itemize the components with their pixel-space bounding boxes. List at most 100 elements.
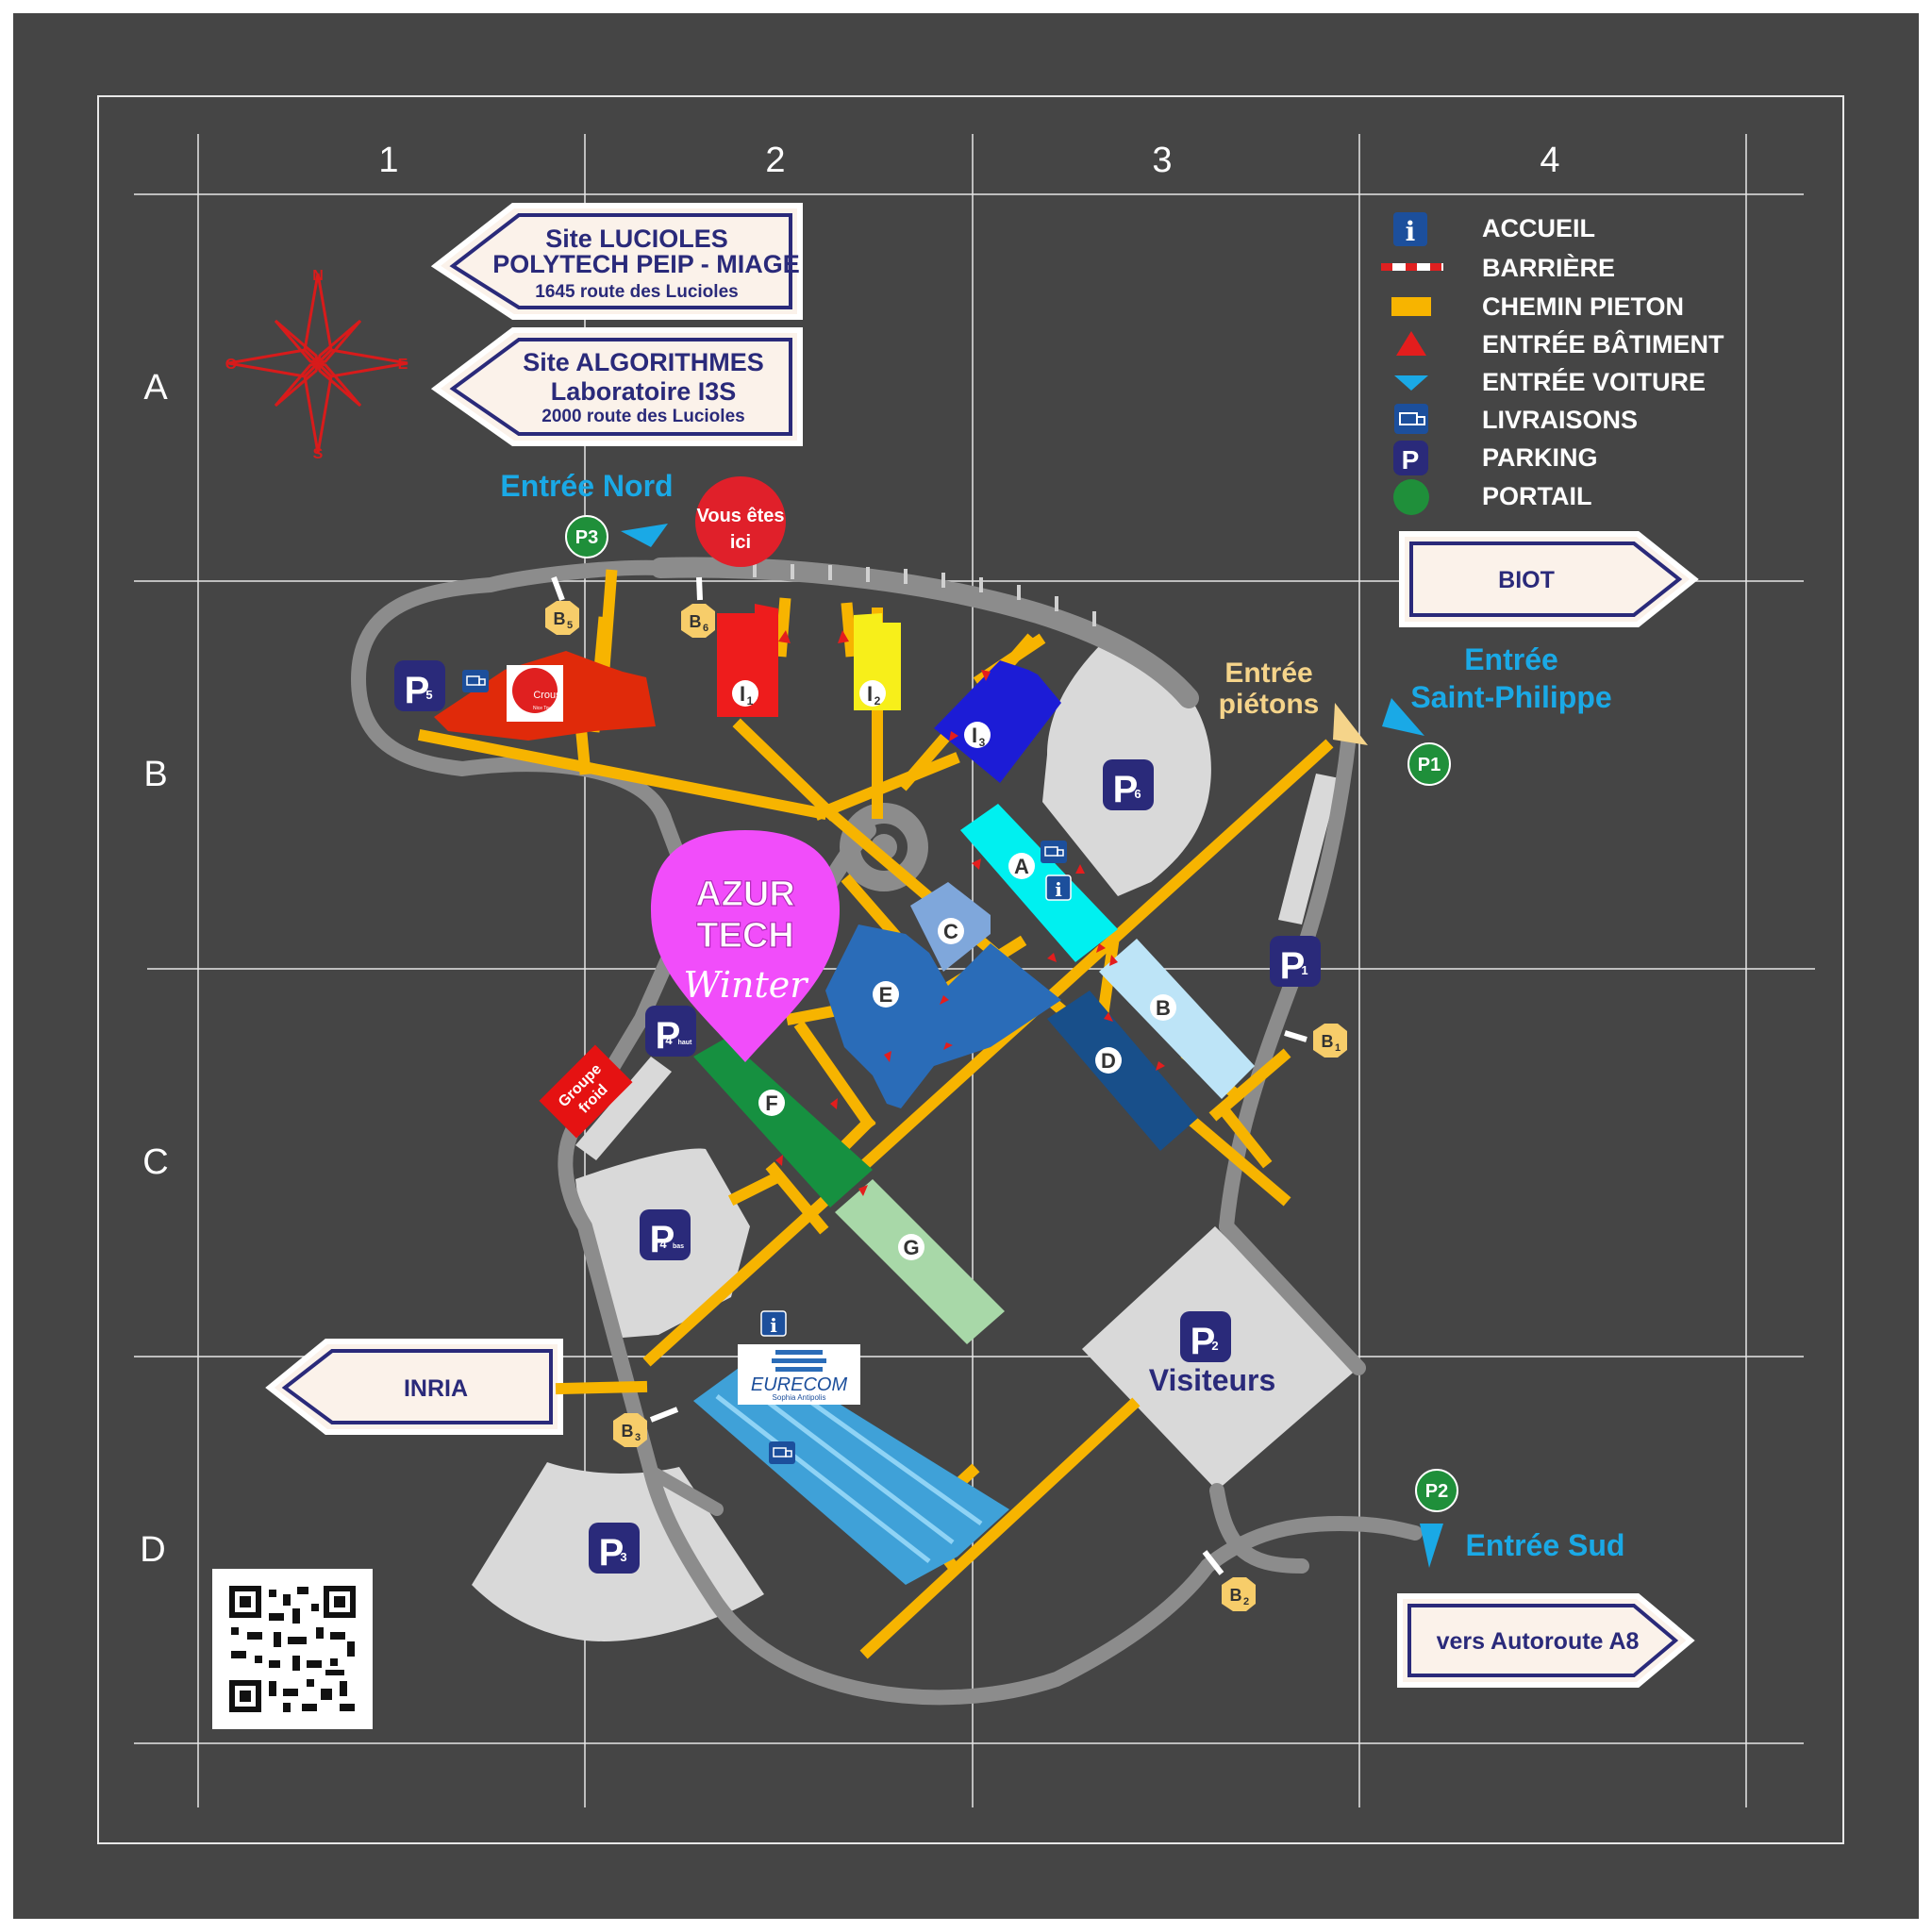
info-icon: i — [1045, 874, 1072, 901]
gate-p3: P3 — [565, 515, 608, 558]
svg-text:4: 4 — [665, 1033, 673, 1047]
barrier-markers — [551, 575, 1307, 1575]
entree-sud-label: Entrée Sud — [1466, 1528, 1625, 1562]
car-entrance-nord-icon — [621, 524, 668, 547]
svg-text:i: i — [770, 1314, 777, 1337]
svg-text:I: I — [972, 724, 977, 747]
svg-text:F: F — [765, 1091, 777, 1115]
svg-text:3: 3 — [620, 1550, 626, 1564]
road-markings — [753, 562, 1096, 626]
svg-text:bas: bas — [673, 1243, 684, 1250]
svg-text:P: P — [1402, 445, 1420, 475]
grid-row-b: B — [143, 755, 167, 794]
svg-text:P3: P3 — [575, 527, 598, 548]
grid-col-4: 4 — [1540, 141, 1559, 180]
svg-text:P: P — [656, 1015, 681, 1057]
svg-text:I: I — [867, 682, 873, 706]
car-entrance-sud-icon — [1420, 1524, 1443, 1568]
legend-chemin-pieton: CHEMIN PIETON — [1482, 292, 1684, 321]
parking-area-p4-haut — [575, 1057, 672, 1160]
label-building-f: F — [758, 1090, 785, 1116]
legend-livraisons: LIVRAISONS — [1482, 406, 1638, 434]
svg-text:2: 2 — [1211, 1339, 1218, 1353]
parking-p2: P2 — [1180, 1311, 1231, 1362]
qr-code — [212, 1569, 373, 1729]
label-building-a: A — [1008, 853, 1035, 879]
svg-text:P: P — [599, 1532, 625, 1574]
building-entrance-markers — [775, 630, 1165, 1196]
building-entrance-icon — [1396, 331, 1426, 356]
svg-text:B: B — [690, 612, 702, 631]
svg-text:B: B — [554, 609, 566, 628]
svg-text:6: 6 — [1134, 787, 1141, 801]
you-are-here-marker: Vous êtes ici — [695, 476, 786, 567]
svg-text:haut: haut — [678, 1040, 692, 1046]
map-frame — [97, 95, 1844, 1844]
gate-icon — [1393, 479, 1429, 515]
svg-text:G: G — [903, 1236, 919, 1259]
crous-sub: Nice Toulon — [533, 706, 558, 711]
sign-lucioles-line2: POLYTECH PEIP - MIAGE — [492, 250, 800, 278]
parking-visiteurs-label: Visiteurs — [1149, 1363, 1276, 1397]
svg-text:4: 4 — [659, 1237, 667, 1251]
pedestrian-entrance-icon — [1333, 703, 1368, 745]
label-building-b: B — [1150, 994, 1176, 1021]
legend-accueil: ACCUEIL — [1482, 214, 1595, 242]
label-building-c: C — [938, 918, 964, 944]
svg-text:1: 1 — [747, 694, 754, 708]
sign-inria: INRIA — [265, 1339, 563, 1435]
you-are-here-line1: Vous êtes — [697, 506, 785, 526]
svg-text:C: C — [943, 920, 958, 943]
svg-text:E: E — [879, 983, 893, 1007]
svg-text:B: B — [1156, 996, 1171, 1020]
sign-lucioles-line3: 1645 route des Lucioles — [535, 282, 738, 302]
info-icon: i — [760, 1310, 787, 1337]
grid-col-3: 3 — [1152, 141, 1172, 180]
svg-text:2: 2 — [874, 694, 881, 708]
delivery-icon — [1041, 841, 1067, 863]
crous-name: Crous — [533, 690, 561, 701]
entree-saint-philippe-line1: Entrée — [1464, 642, 1558, 676]
parking-area-p1 — [1278, 774, 1340, 924]
svg-text:1: 1 — [1335, 1042, 1341, 1054]
grid-row-c: C — [142, 1142, 168, 1182]
building-g — [835, 1179, 1005, 1344]
eurecom-logo-bars — [772, 1350, 826, 1372]
sign-autoroute: vers Autoroute A8 — [1397, 1593, 1695, 1688]
crous-logo-circle — [512, 668, 558, 713]
building-i3 — [934, 660, 1061, 783]
parking-p5: P5 — [394, 660, 445, 711]
event-line2: TECH — [696, 916, 793, 956]
parking-icon: P — [1393, 441, 1428, 475]
sign-algorithmes-line3: 2000 route des Lucioles — [541, 407, 744, 426]
entree-nord-label: Entrée Nord — [500, 469, 673, 503]
svg-text:P: P — [1191, 1321, 1216, 1362]
svg-text:B: B — [1322, 1032, 1334, 1051]
barrier-icon — [1381, 263, 1443, 271]
sign-biot: BIOT — [1399, 531, 1699, 627]
compass-e: E — [398, 357, 408, 373]
delivery-icon — [769, 1441, 795, 1464]
car-entrance-icon — [1394, 375, 1428, 391]
sign-algorithmes: Site ALGORITHMES Laboratoire I3S 2000 ro… — [430, 327, 803, 446]
legend-parking: PARKING — [1482, 443, 1598, 472]
label-building-e: E — [873, 981, 899, 1008]
building-b — [1099, 939, 1255, 1099]
parking-p3: P3 — [589, 1523, 640, 1574]
sign-algorithmes-line2: Laboratoire I3S — [551, 377, 737, 406]
building-e — [825, 924, 1061, 1108]
svg-text:6: 6 — [703, 623, 708, 634]
building-d — [1047, 991, 1198, 1151]
svg-text:I: I — [740, 682, 745, 706]
eurecom-sub: Sophia Antipolis — [773, 1393, 826, 1402]
svg-text:B: B — [622, 1422, 634, 1441]
svg-text:i: i — [1406, 216, 1416, 247]
grid-col-2: 2 — [765, 141, 785, 180]
sign-lucioles: Site LUCIOLES POLYTECH PEIP - MIAGE 1645… — [430, 203, 803, 320]
